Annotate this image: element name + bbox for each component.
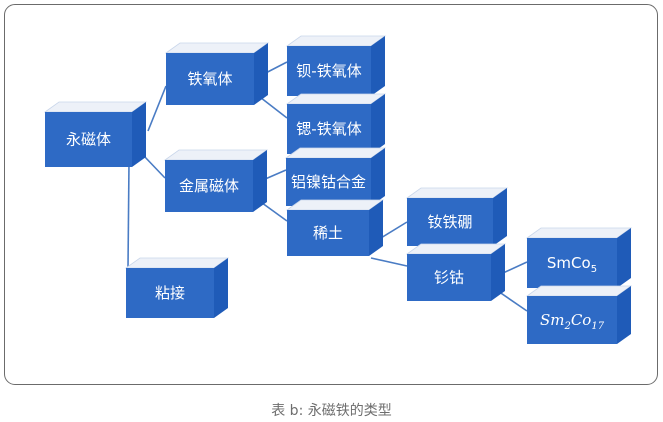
node-rare-earth: 稀土 [285,199,385,256]
node-smco-front-face [407,254,491,301]
node-smco5-front-face [527,238,617,288]
node-rare-earth-top-face [285,199,385,211]
node-alnico-top-face [284,147,387,159]
node-alnico: 铝镍钴合金 [284,147,387,206]
node-permanent-magnet-side-face [132,102,146,167]
node-permanent-magnet-front-face [45,112,132,167]
node-bonded: 粘接 [124,257,230,318]
node-sm2co17-label: Sm2Co17 [540,311,605,332]
node-sm2co17: Sm2Co17 [525,285,633,344]
edge-root-ferrite [147,85,167,132]
node-sm2co17-side-face [617,286,631,344]
node-ferrite: 铁氧体 [164,42,270,105]
node-permanent-magnet: 永磁体 [43,101,148,167]
node-alnico-side-face [371,148,385,206]
node-strontium-ferrite-label: 锶-铁氧体 [296,120,361,138]
edge-root-bonded [127,161,130,269]
node-ferrite-top-face [164,42,270,54]
node-rare-earth-side-face [369,200,383,256]
node-rare-earth-front-face [287,210,369,256]
node-smco5-top-face [525,227,633,239]
node-smco-label: 钐钴 [434,269,464,287]
node-smco5-label: SmCo5 [547,254,597,275]
node-bonded-top-face [124,257,230,269]
edge-root-metal [143,155,166,179]
node-barium-ferrite: 钡-铁氧体 [285,35,387,96]
node-ndfeb-front-face [407,198,493,246]
node-smco5-side-face [617,228,631,288]
node-ndfeb-side-face [493,188,507,246]
node-metal-magnet-side-face [253,150,267,212]
node-ndfeb-top-face [405,187,509,199]
node-sm2co17-top-face [525,285,633,297]
node-rare-earth-label: 稀土 [313,224,343,242]
node-strontium-ferrite-front-face [287,104,371,154]
node-bonded-side-face [214,258,228,318]
figure-caption: 表 b: 永磁铁的类型 [271,403,392,419]
node-ndfeb: 钕铁硼 [405,187,509,246]
node-sm2co17-front-face [527,296,617,344]
node-smco-side-face [491,244,505,301]
node-barium-ferrite-front-face [287,46,371,96]
node-smco-top-face [405,243,507,255]
node-ferrite-front-face [166,53,254,105]
node-metal-magnet: 金属磁体 [163,149,269,212]
node-bonded-label: 粘接 [155,284,185,302]
node-ndfeb-label: 钕铁硼 [427,213,472,231]
node-permanent-magnet-top-face [43,101,148,113]
node-strontium-ferrite-side-face [371,94,385,154]
node-barium-ferrite-label: 钡-铁氧体 [296,62,361,80]
node-barium-ferrite-side-face [371,36,385,96]
node-smco: 钐钴 [405,243,507,301]
node-strontium-ferrite-top-face [285,93,387,105]
node-metal-magnet-label: 金属磁体 [179,177,239,195]
node-permanent-magnet-label: 永磁体 [66,131,111,149]
node-alnico-front-face [286,158,371,206]
node-smco5: SmCo5 [525,227,633,288]
node-metal-magnet-top-face [163,149,269,161]
edge-rareearth-smco [370,257,408,267]
node-ferrite-side-face [254,43,268,105]
node-metal-magnet-front-face [165,160,253,212]
node-alnico-label: 铝镍钴合金 [291,173,366,191]
node-strontium-ferrite: 锶-铁氧体 [285,93,387,154]
node-bonded-front-face [126,268,214,318]
node-barium-ferrite-top-face [285,35,387,47]
node-ferrite-label: 铁氧体 [187,70,232,88]
